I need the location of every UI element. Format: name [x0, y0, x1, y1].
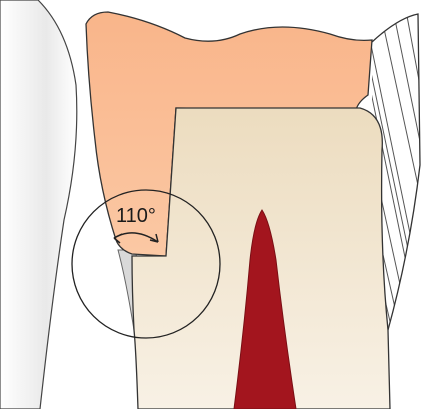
adjacent-tooth-left — [0, 0, 77, 409]
angle-label: 110° — [116, 205, 156, 227]
